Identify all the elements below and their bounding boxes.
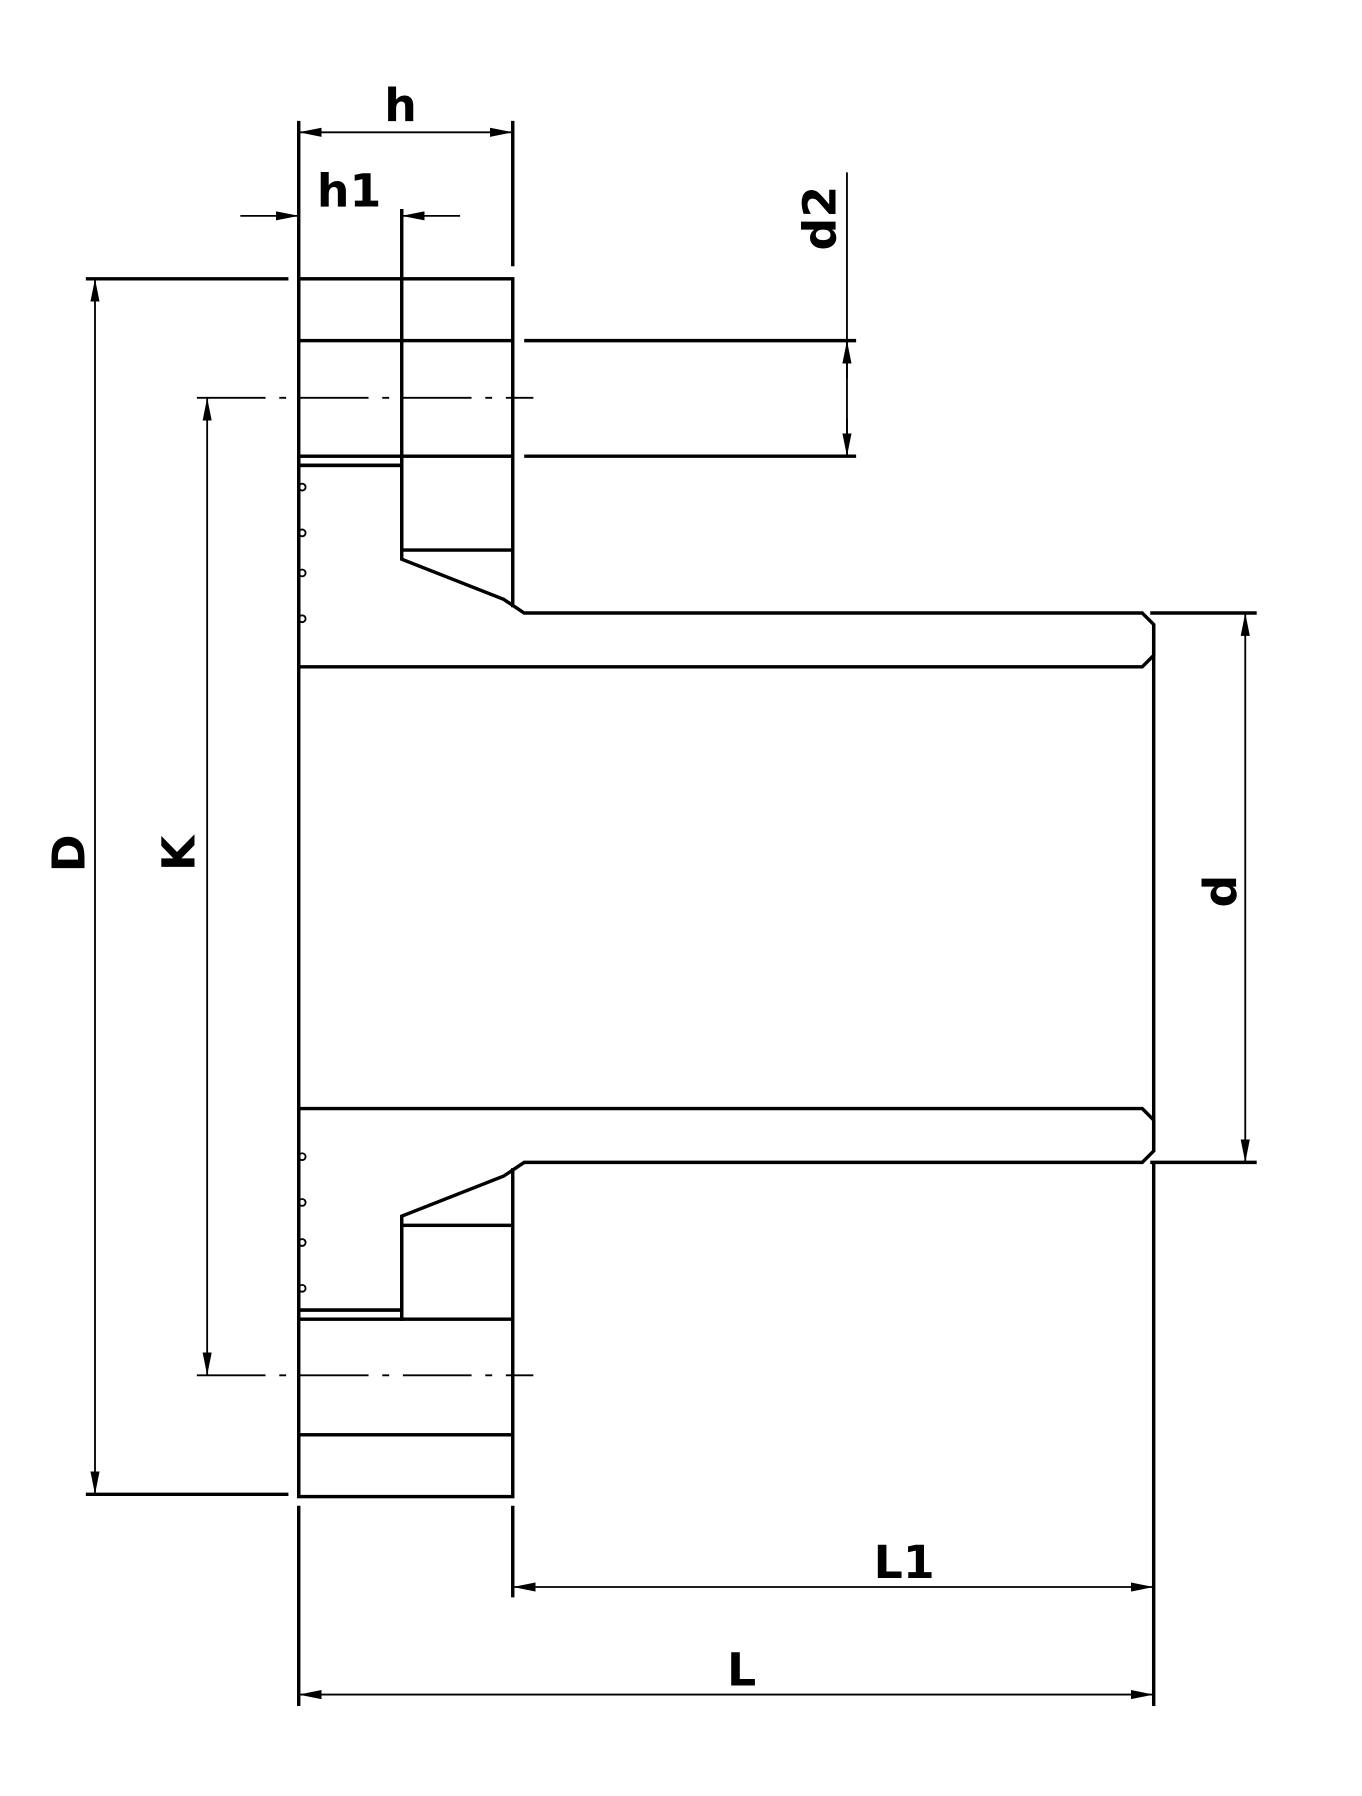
dimension-d: d (1150, 611, 1257, 1165)
label-K: K (153, 834, 206, 871)
label-L: L (727, 1643, 756, 1696)
dimension-D: D (43, 277, 289, 1497)
flange-ring-outer (297, 277, 515, 343)
label-D: D (43, 834, 96, 872)
dimension-h: h (297, 79, 515, 279)
label-d2: d2 (794, 186, 847, 251)
dimension-d2: d2 (524, 172, 857, 458)
dimension-K: K (153, 397, 212, 1376)
dimension-h1: h1 (240, 165, 461, 221)
backing-ring (400, 454, 515, 552)
dimension-L: L (297, 1505, 1154, 1707)
dimension-L1: L1 (511, 1162, 1156, 1707)
stub-and-pipe-wall (297, 463, 1156, 669)
part-section (297, 208, 1156, 1499)
section-half-top (297, 277, 1156, 669)
label-L1: L1 (874, 1536, 935, 1589)
label-d: d (1194, 875, 1247, 908)
label-h: h (384, 79, 417, 132)
label-h1: h1 (317, 165, 381, 218)
